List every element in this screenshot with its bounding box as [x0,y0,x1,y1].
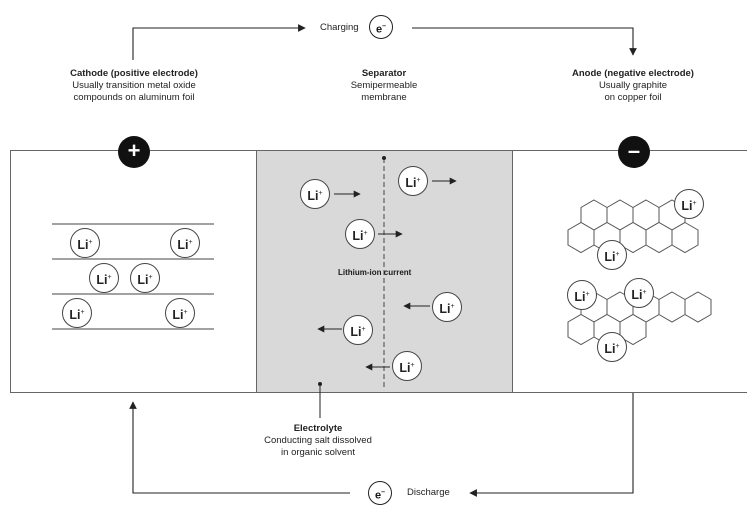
cathode-caption: Cathode (positive electrode) Usually tra… [48,68,220,104]
electron-icon-top: e– [369,15,393,39]
ion-charge: + [80,309,85,316]
charging-label: Charging [320,22,359,33]
cathode-desc-1: Usually transition metal oxide [72,80,196,91]
ion-symbol: Li [96,273,108,288]
electron-charge: – [382,23,387,30]
ion-charge: + [148,274,153,281]
anode-li-ion: Li+ [567,280,597,310]
ion-charge: + [107,274,112,281]
ion-symbol: Li [352,229,364,244]
discharge-wire-right [469,393,634,497]
ion-symbol: Li [177,238,189,253]
electron-charge: – [381,489,386,496]
anode-li-ion: Li+ [597,240,627,270]
anode-caption: Anode (negative electrode) Usually graph… [548,68,718,104]
cathode-panel [10,150,257,393]
cathode-li-ion: Li+ [130,263,160,293]
ion-symbol: Li [399,361,411,376]
anode-title: Anode (negative electrode) [572,68,694,79]
electron-symbol: e [375,23,383,36]
cathode-li-ion: Li+ [62,298,92,328]
cathode-li-ion: Li+ [70,228,100,258]
ion-charge: + [642,289,647,296]
separator-caption: Separator Semipermeable membrane [320,68,448,104]
cathode-li-ion: Li+ [170,228,200,258]
electron-icon-bottom: e– [368,481,392,505]
cathode-desc-2: compounds on aluminum foil [73,92,195,103]
separator-li-ion: Li+ [345,219,375,249]
separator-desc-1: Semipermeable [350,80,418,91]
anode-desc-1: Usually graphite [598,80,668,91]
separator-li-ion: Li+ [432,292,462,322]
ion-symbol: Li [350,325,362,340]
ion-charge: + [363,230,368,237]
lithium-ion-current-label: Lithium-ion current [338,268,412,277]
ion-charge: + [88,239,93,246]
cathode-li-ion: Li+ [89,263,119,293]
electrolyte-desc-2: in organic solvent [281,447,355,458]
ion-symbol: Li [604,342,616,357]
positive-terminal-icon: + [118,136,150,168]
ion-symbol: Li [77,238,89,253]
ion-symbol: Li [137,273,149,288]
ion-charge: + [188,239,193,246]
ion-symbol: Li [69,308,81,323]
ion-symbol: Li [307,189,319,204]
cathode-title: Cathode (positive electrode) [70,68,198,79]
electron-symbol: e [374,489,382,502]
ion-symbol: Li [439,302,451,317]
ion-symbol: Li [631,288,643,303]
ion-charge: + [183,309,188,316]
ion-symbol: Li [574,290,586,305]
electrolyte-caption: Electrolyte Conducting salt dissolved in… [248,423,388,459]
ion-charge: + [450,303,455,310]
anode-li-ion: Li+ [597,332,627,362]
separator-li-ion: Li+ [398,166,428,196]
separator-li-ion: Li+ [343,315,373,345]
ion-charge: + [361,326,366,333]
charging-wire-left [132,24,306,60]
ion-symbol: Li [681,199,693,214]
separator-li-ion: Li+ [392,351,422,381]
ion-symbol: Li [604,250,616,265]
separator-li-ion: Li+ [300,179,330,209]
cathode-li-ion: Li+ [165,298,195,328]
ion-charge: + [692,200,697,207]
ion-symbol: Li [405,176,417,191]
ion-charge: + [410,362,415,369]
anode-panel [512,150,747,393]
anode-li-ion: Li+ [674,189,704,219]
discharge-label: Discharge [407,487,450,498]
ion-charge: + [318,190,323,197]
separator-panel [256,150,513,393]
electrolyte-title: Electrolyte [293,423,343,434]
negative-terminal-icon: – [618,136,650,168]
separator-title: Separator [361,68,407,79]
ion-charge: + [585,291,590,298]
ion-symbol: Li [172,308,184,323]
anode-desc-2: on copper foil [604,92,662,103]
ion-charge: + [615,251,620,258]
anode-li-ion: Li+ [624,278,654,308]
ion-charge: + [615,343,620,350]
ion-charge: + [416,177,421,184]
electrolyte-desc-1: Conducting salt dissolved [264,435,372,446]
discharge-wire-left [129,401,350,494]
separator-desc-2: membrane [361,92,407,103]
charging-wire-right [412,27,637,56]
